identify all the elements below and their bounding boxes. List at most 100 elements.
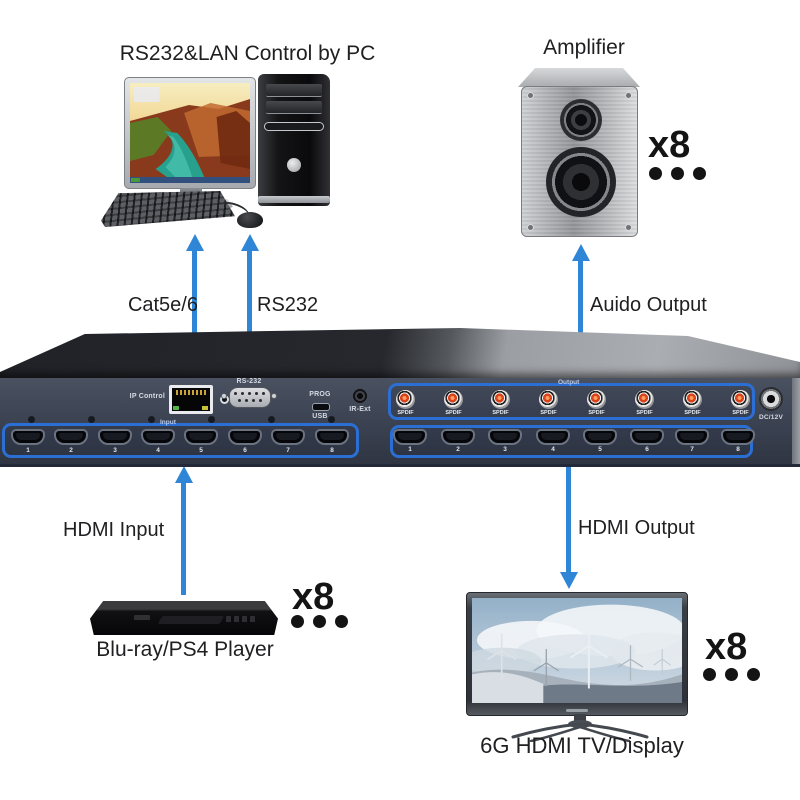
hdmi-output-port-7 <box>675 429 709 445</box>
arrow-rs232-line <box>247 249 252 380</box>
arrow-audio-line <box>578 259 583 380</box>
ip-control-label: IP Control <box>129 393 165 400</box>
spdif-label: SPDIF <box>588 410 605 416</box>
hdmi-output-port-1 <box>393 429 427 445</box>
amplifier-title: Amplifier <box>543 36 625 59</box>
hdmi-input-label: HDMI Input <box>63 519 165 541</box>
output-port-number: 6 <box>645 446 649 453</box>
hdmi-input-port-2 <box>54 429 88 445</box>
source-label: Blu-ray/PS4 Player <box>96 638 274 661</box>
source-multiplier: x8 <box>292 576 335 618</box>
ellipsis-dots <box>291 615 348 628</box>
ellipsis-dots <box>649 167 706 180</box>
ir-ext-label: IR-Ext <box>349 406 371 413</box>
monitor-icon <box>124 77 256 189</box>
speaker-icon <box>521 86 638 237</box>
optical-drive <box>266 84 322 97</box>
amplifier-multiplier: x8 <box>648 124 691 166</box>
speaker-woofer <box>546 147 616 217</box>
dc-power-jack <box>759 387 783 411</box>
hdmi-input-port-3 <box>98 429 132 445</box>
input-port-number: 8 <box>330 447 334 454</box>
player-buttons <box>226 616 256 622</box>
output-group-label: Output <box>558 379 580 386</box>
input-group-label: Input <box>160 419 176 426</box>
rs232-port-label: RS-232 <box>236 378 262 385</box>
display-label: 6G HDMI TV/Display <box>480 733 684 758</box>
rs232-cable-label: RS232 <box>257 294 319 316</box>
device-side-edge <box>792 378 800 464</box>
device-top-panel <box>0 328 800 378</box>
spdif-label: SPDIF <box>540 410 557 416</box>
tower-logo <box>287 158 301 172</box>
output-port-number: 2 <box>456 446 460 453</box>
spdif-jack-2 <box>444 390 463 409</box>
mouse-icon <box>237 212 263 228</box>
spdif-jack-6 <box>635 390 654 409</box>
hdmi-input-port-6 <box>228 429 262 445</box>
arrow-cat5-head <box>186 234 204 251</box>
spdif-jack-3 <box>491 390 510 409</box>
hdmi-input-port-5 <box>184 429 218 445</box>
spdif-label: SPDIF <box>445 410 462 416</box>
spdif-jack-1 <box>396 390 415 409</box>
input-port-number: 3 <box>113 447 117 454</box>
arrow-hdmi-output-head <box>560 572 578 589</box>
disc-tray <box>157 616 225 624</box>
audio-output-label: Auido Output <box>590 294 707 316</box>
hdmi-output-port-4 <box>536 429 570 445</box>
arrow-audio-head <box>572 244 590 261</box>
hdmi-output-port-3 <box>488 429 522 445</box>
input-port-number: 7 <box>286 447 290 454</box>
device-rear-panel: IP Control RS-232 PROG USB IR-Ext Input … <box>0 378 800 467</box>
optical-drive <box>266 101 322 114</box>
output-port-number: 3 <box>503 446 507 453</box>
arrow-hdmi-input-head <box>175 466 193 483</box>
hdmi-input-port-4 <box>141 429 175 445</box>
hdmi-output-port-6 <box>630 429 664 445</box>
tv-brand-mark <box>566 709 588 712</box>
spdif-label: SPDIF <box>636 410 653 416</box>
hdmi-input-port-7 <box>271 429 305 445</box>
input-port-number: 2 <box>69 447 73 454</box>
bluray-player-icon <box>90 601 278 635</box>
tv-screen <box>472 598 682 703</box>
prog-label: PROG <box>309 391 331 398</box>
pc-title: RS232&LAN Control by PC <box>119 42 376 65</box>
input-port-number: 1 <box>26 447 30 454</box>
ir-ext-jack <box>352 388 368 404</box>
spdif-jack-8 <box>731 390 750 409</box>
output-port-number: 1 <box>408 446 412 453</box>
monitor-wallpaper <box>130 83 250 183</box>
spdif-label: SPDIF <box>492 410 509 416</box>
ellipsis-dots <box>703 668 760 681</box>
spdif-jack-4 <box>539 390 558 409</box>
usb-port <box>312 403 330 411</box>
arrow-hdmi-input-line <box>181 481 186 595</box>
tower-base <box>258 196 330 203</box>
arrow-hdmi-output-line <box>566 465 571 573</box>
hdmi-output-port-2 <box>441 429 475 445</box>
hdmi-output-label: HDMI Output <box>578 517 695 539</box>
output-port-number: 7 <box>690 446 694 453</box>
hdmi-output-port-8 <box>721 429 755 445</box>
output-port-number: 5 <box>598 446 602 453</box>
rs232-db9-port <box>229 387 271 408</box>
arrow-cat5-line <box>192 249 197 380</box>
hdmi-input-port-1 <box>11 429 45 445</box>
hdmi-output-port-5 <box>583 429 617 445</box>
tv-icon <box>466 592 688 716</box>
tv-stand <box>505 714 655 743</box>
speaker-top <box>518 68 640 87</box>
input-port-number: 5 <box>199 447 203 454</box>
ethernet-port <box>169 385 213 414</box>
usb-label: USB <box>312 413 328 420</box>
spdif-jack-5 <box>587 390 606 409</box>
spdif-label: SPDIF <box>684 410 701 416</box>
input-port-number: 6 <box>243 447 247 454</box>
display-multiplier: x8 <box>705 626 748 668</box>
spdif-label: SPDIF <box>732 410 749 416</box>
tv-wallpaper <box>472 598 682 703</box>
input-port-number: 4 <box>156 447 160 454</box>
